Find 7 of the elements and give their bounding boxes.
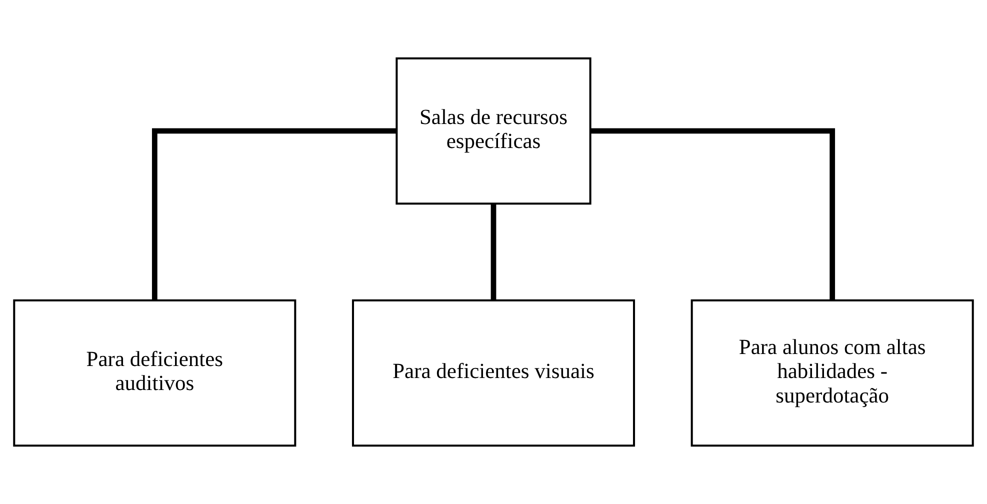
node-box: Para deficientes visuais: [352, 299, 636, 447]
connector: [152, 128, 396, 300]
connector: [490, 204, 496, 300]
connector: [590, 128, 836, 300]
node-box: Salas de recursos específicas: [396, 57, 592, 205]
node-box: Para alunos com altas habilidades - superdotação: [690, 299, 974, 447]
node-box: Para deficientes auditivos: [13, 299, 296, 447]
